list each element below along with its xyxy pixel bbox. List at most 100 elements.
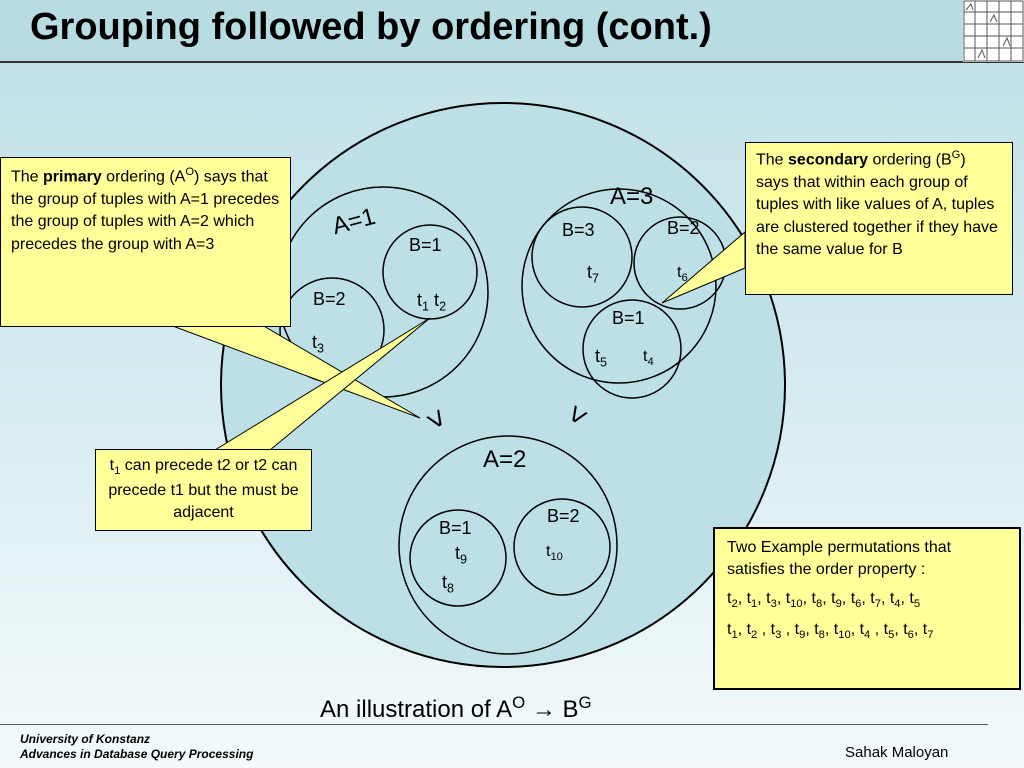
perm-tuple-index: 5 — [888, 628, 895, 641]
tuple-t1-t2: t1 t2 — [417, 290, 447, 314]
perm-separator: , — [841, 589, 851, 607]
perm-tuple-letter: t — [859, 620, 865, 638]
footer-institution: University of Konstanz Advances in Datab… — [20, 732, 253, 762]
perm-tuple-index: 5 — [913, 597, 921, 610]
perm-tuple-index: 9 — [799, 628, 806, 641]
perm-separator: , — [802, 589, 812, 607]
group-a2-label: A=2 — [483, 446, 527, 473]
perm-tuple-letter: t — [903, 620, 908, 638]
perm-tuple-index: 10 — [838, 628, 851, 641]
perm-tuple-letter: t — [883, 620, 889, 638]
footer-divider — [0, 724, 988, 725]
subgroup-a1-b1-circle — [382, 224, 478, 320]
perm-tuple-index: 7 — [874, 597, 881, 610]
tuple-t8: t8 — [442, 572, 455, 596]
title-bar — [0, 0, 963, 62]
secondary-ordering-callout: The secondary ordering (BG) says that wi… — [745, 142, 1013, 295]
adjacent-callout: t1 can precede t2 or t2 can precede t1 b… — [95, 449, 312, 531]
subgroup-a2-b2-label: B=2 — [547, 506, 580, 526]
perm-tuple-letter: t — [833, 620, 839, 638]
perm-separator: , — [894, 620, 904, 638]
perm-separator: , — [737, 620, 747, 638]
perm-tuple-letter: t — [770, 620, 776, 638]
perm-separator: , — [870, 620, 884, 638]
tuple-t5: t5 — [595, 346, 608, 370]
perm-tuple-index: 2 — [731, 597, 738, 610]
footer-author: Sahak Maloyan — [845, 744, 949, 761]
subgroup-a2-b2-circle — [513, 498, 611, 596]
perm-tuple-letter: t — [727, 589, 732, 607]
permutations-callout: Two Example permutations that satisfies … — [713, 527, 1021, 690]
subgroup-a1-b1-label: B=1 — [409, 235, 442, 255]
perm-separator: , — [822, 589, 832, 607]
perm-tuple-index: 8 — [818, 628, 825, 641]
subgroup-a2-b1-label: B=1 — [439, 518, 472, 538]
perm-tuple-index: 8 — [815, 597, 823, 610]
perm-separator: , — [880, 589, 890, 607]
tuple-t10: t10 — [546, 543, 563, 564]
perm-separator: , — [805, 620, 815, 638]
perm-separator: , — [757, 620, 771, 638]
permutations-heading: Two Example permutations that satisfies … — [727, 539, 952, 579]
group-a3-label: A=3 — [610, 183, 654, 210]
subgroup-a2-b1-circle — [409, 509, 507, 607]
perm-separator: , — [776, 589, 786, 607]
perm-tuple-index: 4 — [894, 597, 901, 610]
perm-separator: , — [913, 620, 923, 638]
perm-tuple-index: 1 — [731, 628, 738, 641]
perm-separator: , — [737, 589, 747, 607]
perm-tuple-letter: t — [766, 589, 771, 607]
perm-tuple-index: 3 — [770, 597, 777, 610]
perm-tuple-letter: t — [727, 620, 732, 638]
subgroup-a1-b2-label: B=2 — [313, 289, 346, 309]
perm-tuple-letter: t — [909, 589, 914, 607]
perm-separator: , — [824, 620, 834, 638]
perm-tuple-index: 1 — [751, 597, 758, 610]
slide-title: Grouping followed by ordering (cont.) — [30, 6, 712, 48]
permutation-line-2: t1, t2 , t3 , t9, t8, t10, t4 , t5, t6, … — [727, 619, 1007, 644]
perm-separator: , — [900, 589, 910, 607]
perm-tuple-index: 3 — [775, 628, 782, 641]
perm-tuple-letter: t — [850, 589, 856, 607]
perm-tuple-letter: t — [831, 589, 836, 607]
perm-separator: , — [781, 620, 795, 638]
perm-tuple-letter: t — [889, 589, 895, 607]
perm-tuple-index: 4 — [864, 628, 871, 641]
tuple-t7: t7 — [587, 262, 600, 286]
perm-tuple-letter: t — [746, 620, 752, 638]
diagram-caption: An illustration of AO → BG — [320, 693, 592, 723]
tuple-t3: t3 — [312, 332, 325, 356]
title-divider — [0, 61, 1024, 63]
perm-tuple-letter: t — [785, 589, 791, 607]
primary-ordering-callout: The primary ordering (AO) says that the … — [0, 157, 291, 327]
perm-tuple-letter: t — [746, 589, 752, 607]
tuple-t6: t6 — [677, 264, 688, 285]
tuple-t4: t4 — [643, 348, 654, 369]
perm-tuple-index: 10 — [790, 597, 803, 610]
permutation-line-1: t2, t1, t3, t10, t8, t9, t6, t7, t4, t5 — [727, 588, 1007, 613]
perm-tuple-letter: t — [870, 589, 875, 607]
subgroup-a3-b2-label: B=2 — [667, 218, 700, 238]
subgroup-a3-b3-circle — [531, 206, 633, 308]
perm-separator: , — [757, 589, 767, 607]
perm-tuple-index: 2 — [751, 628, 758, 641]
group-a3-circle — [521, 188, 717, 384]
perm-tuple-letter: t — [922, 620, 928, 638]
perm-tuple-index: 7 — [927, 628, 934, 641]
tuple-t9: t9 — [455, 543, 468, 567]
group-a2-circle — [398, 435, 618, 655]
perm-tuple-letter: t — [794, 620, 800, 638]
perm-separator: , — [850, 620, 860, 638]
university-logo — [963, 0, 1024, 62]
perm-tuple-letter: t — [814, 620, 819, 638]
footer-university: University of Konstanz — [20, 732, 151, 746]
perm-tuple-index: 6 — [855, 597, 862, 610]
perm-tuple-index: 9 — [835, 597, 842, 610]
subgroup-a3-b3-label: B=3 — [562, 220, 595, 240]
perm-tuple-index: 6 — [907, 628, 914, 641]
outer-circle — [220, 102, 786, 668]
subgroup-a3-b1-label: B=1 — [612, 308, 645, 328]
subgroup-a3-b1-circle — [582, 299, 682, 399]
footer-course: Advances in Database Query Processing — [20, 747, 254, 761]
